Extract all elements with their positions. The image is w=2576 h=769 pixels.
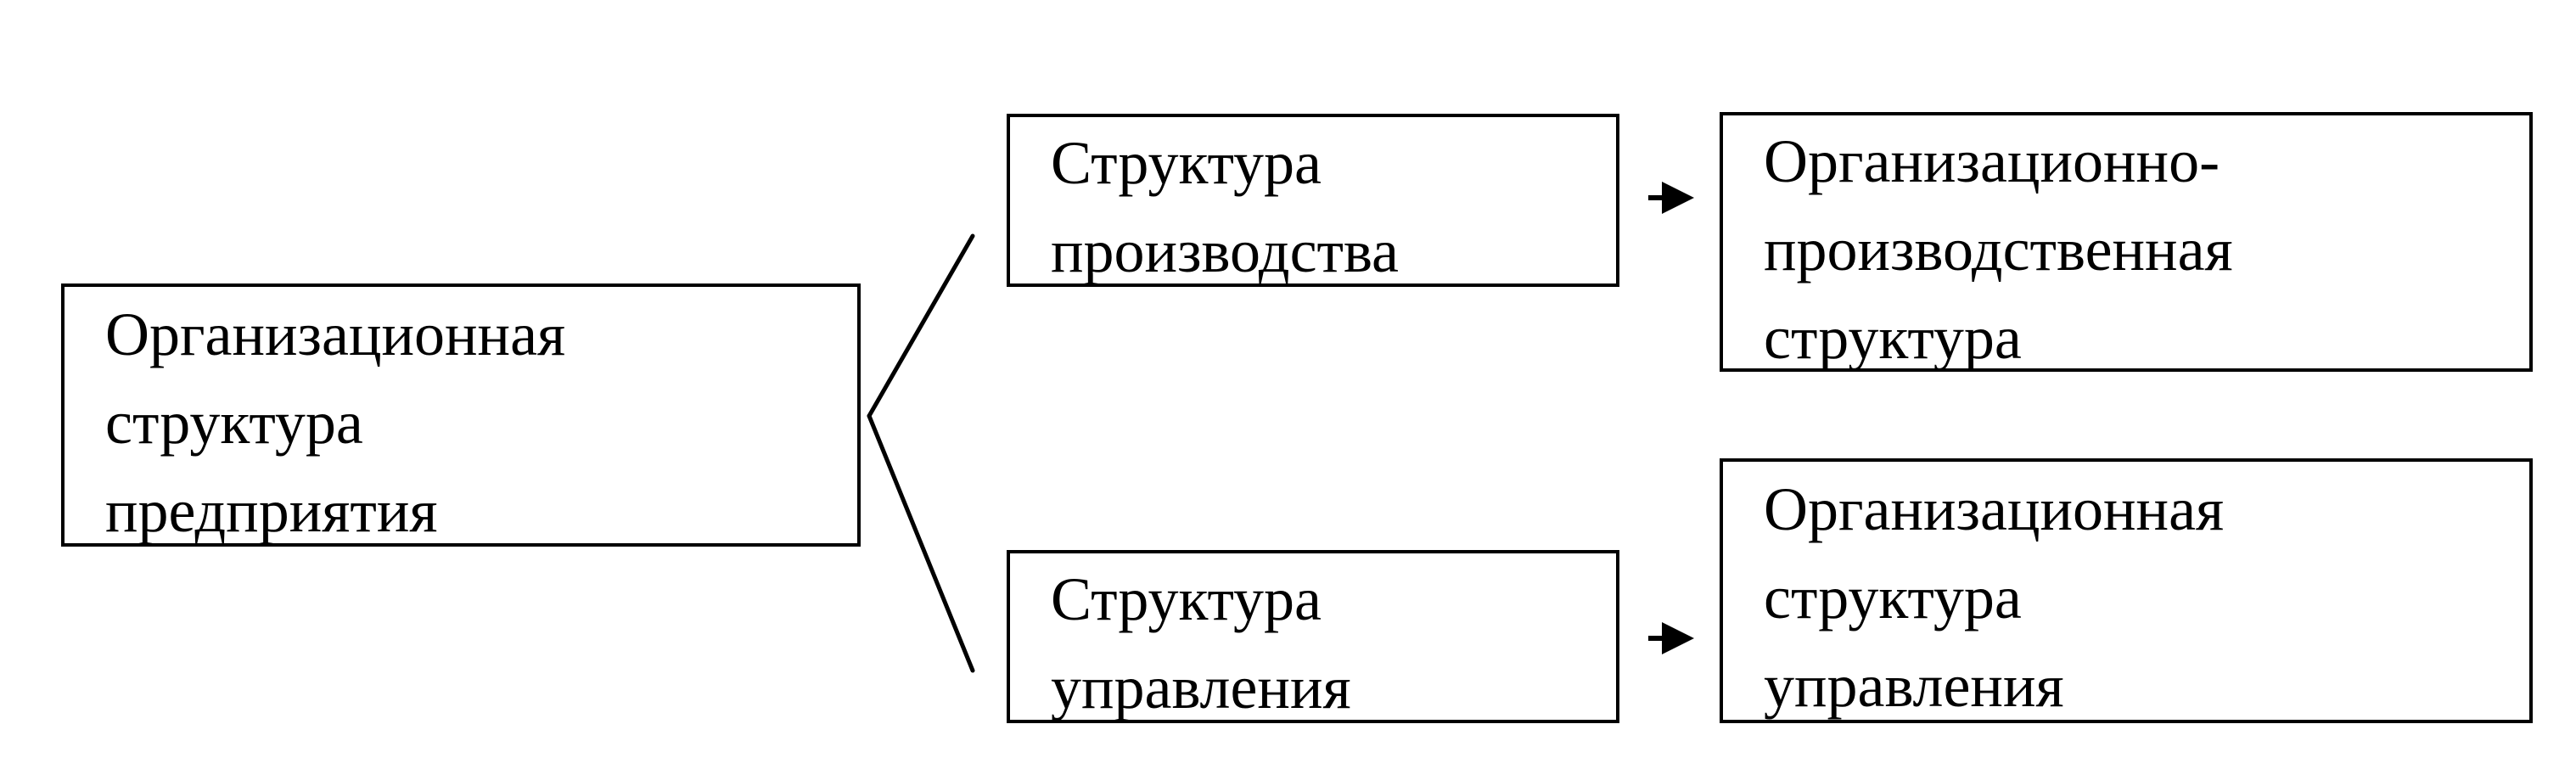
- org-production-structure-box: Организационно- производственная структу…: [1720, 112, 2533, 372]
- production-structure-box: Структура производства: [1007, 114, 1619, 287]
- production-structure-label: Структура производства: [1051, 129, 1399, 285]
- fork-line-upper: [867, 233, 975, 418]
- arrow-management: [1648, 622, 1694, 654]
- management-structure-label: Структура управления: [1051, 565, 1351, 721]
- org-management-structure-label: Организационная структура управления: [1764, 475, 2225, 720]
- org-management-structure-box: Организационная структура управления: [1720, 458, 2533, 723]
- root-label: Организационная структура предприятия: [105, 300, 566, 545]
- management-structure-box: Структура управления: [1007, 550, 1619, 723]
- root-box: Организационная структура предприятия: [61, 283, 861, 547]
- fork-line-lower: [867, 413, 975, 673]
- arrow-production: [1648, 182, 1694, 214]
- org-production-structure-label: Организационно- производственная структу…: [1764, 127, 2233, 372]
